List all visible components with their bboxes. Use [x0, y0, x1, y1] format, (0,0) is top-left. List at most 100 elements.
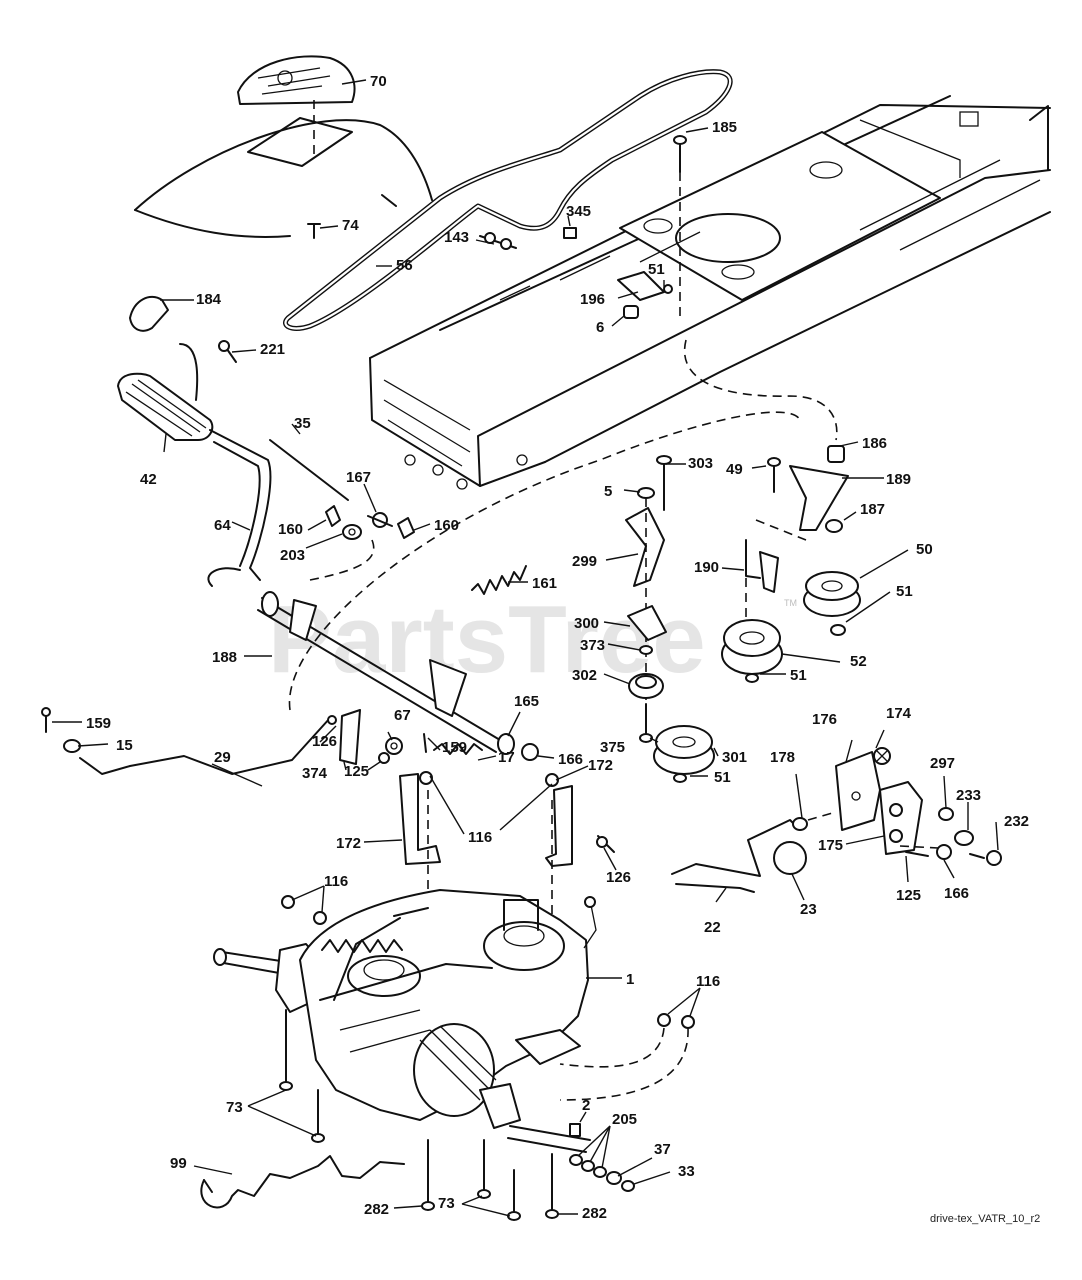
- drawing-code: drive-tex_VATR_10_r2: [930, 1213, 1040, 1225]
- bolt-126-left: [327, 715, 337, 725]
- washers-205: [569, 1154, 607, 1178]
- callout-33: 33: [678, 1163, 695, 1180]
- callout-51-pulley301: 51: [714, 769, 731, 786]
- nut-33: [621, 1180, 635, 1192]
- callout-22: 22: [704, 919, 721, 936]
- bolt-143: [479, 232, 517, 250]
- callout-196: 196: [580, 291, 605, 308]
- bracket-172-right: [545, 785, 573, 867]
- clip-159-left: [41, 707, 51, 733]
- bolt-232: [969, 850, 1002, 866]
- pivot-167: [367, 512, 393, 528]
- callout-172-left: 172: [336, 835, 361, 852]
- callout-5: 5: [604, 483, 612, 500]
- callout-52: 52: [850, 653, 867, 670]
- screw-74: [307, 223, 321, 239]
- bracket-172-left: [399, 773, 441, 865]
- nut-116-top-right: [545, 773, 559, 787]
- callout-126-right: 126: [606, 869, 631, 886]
- callout-1: 1: [626, 971, 634, 988]
- callout-67: 67: [394, 707, 411, 724]
- callout-302: 302: [572, 667, 597, 684]
- callout-373: 373: [580, 637, 605, 654]
- callout-167: 167: [346, 469, 371, 486]
- idler-pulley-302: [628, 673, 664, 699]
- callout-160-left: 160: [278, 521, 303, 538]
- callout-labels: 70 74 56 185 345 143 51 196 6 184 221 42…: [86, 73, 1029, 1222]
- callout-37: 37: [654, 1141, 671, 1158]
- callout-172-right: 172: [588, 757, 613, 774]
- washer-67: [385, 737, 403, 755]
- nut-51-under-50: [830, 624, 846, 636]
- idler-bracket-189: [789, 465, 849, 531]
- callout-190: 190: [694, 559, 719, 576]
- callout-17: 17: [498, 749, 515, 766]
- spring-161: [471, 565, 527, 595]
- callout-174: 174: [886, 705, 912, 722]
- bushing-15: [63, 739, 81, 753]
- bolt-125-right: [905, 851, 929, 857]
- tractor-frame: [369, 95, 1051, 490]
- callout-125-left: 125: [344, 763, 369, 780]
- callout-15: 15: [116, 737, 133, 754]
- bolt-73-left-b: [311, 1089, 325, 1143]
- pedal-shaft-64: [207, 429, 272, 587]
- leader-lines: [52, 79, 999, 1217]
- callout-125-right: 125: [896, 887, 921, 904]
- callout-73-left: 73: [226, 1099, 243, 1116]
- callout-300: 300: [574, 615, 599, 632]
- callout-282-right: 282: [582, 1205, 607, 1222]
- bolt-282-right: [545, 1153, 559, 1219]
- spacer-186: [827, 445, 845, 463]
- bracket-190: [745, 539, 779, 593]
- callout-205: 205: [612, 1111, 637, 1128]
- nut-125-left: [378, 752, 390, 764]
- callout-176: 176: [812, 711, 837, 728]
- callout-185: 185: [712, 119, 737, 136]
- watermark: PartsTree: [268, 586, 706, 693]
- callout-64: 64: [214, 517, 231, 534]
- callout-70: 70: [370, 73, 387, 90]
- transaxle-to-116-line-b: [559, 1027, 689, 1101]
- callout-221: 221: [260, 341, 285, 358]
- idler-bracket-drop: [755, 519, 807, 541]
- clip-159-right: [423, 733, 427, 753]
- callout-345: 345: [566, 203, 591, 220]
- pulley-52: [721, 619, 783, 675]
- callout-189: 189: [886, 471, 911, 488]
- washer-174: [873, 747, 891, 765]
- bracket-374: [339, 709, 361, 765]
- frame-to-idler-line: [683, 339, 838, 441]
- callout-51-pulley50: 51: [896, 583, 913, 600]
- bolt-49: [767, 457, 781, 493]
- callout-161: 161: [532, 575, 557, 592]
- nut-116-right-a: [657, 1013, 671, 1027]
- washer-166-right: [936, 844, 952, 860]
- callout-166-left: 166: [558, 751, 583, 768]
- idler-arm-299: [625, 507, 665, 587]
- callout-374: 374: [302, 765, 328, 782]
- bolt-282-left: [421, 1139, 435, 1211]
- pulley-301: [653, 725, 715, 775]
- callout-116-brackets: 116: [468, 829, 492, 846]
- callout-51-pulley52: 51: [790, 667, 807, 684]
- callout-42: 42: [140, 471, 157, 488]
- pulley-50: [803, 571, 861, 617]
- callout-165: 165: [514, 693, 539, 710]
- transaxle-to-116-line: [559, 1027, 665, 1068]
- callout-301: 301: [722, 749, 747, 766]
- pedal-cap-184: [129, 295, 169, 332]
- bushing-297: [938, 807, 954, 821]
- nut-116-left-a: [281, 895, 295, 909]
- drive-belt: [283, 69, 733, 331]
- o-ring-23: [773, 841, 807, 875]
- pin-6: [623, 305, 639, 319]
- shift-lever-22: [671, 819, 801, 893]
- callout-203: 203: [280, 547, 305, 564]
- bushing-178: [792, 817, 808, 831]
- callout-29: 29: [214, 749, 231, 766]
- callout-74: 74: [342, 217, 359, 234]
- pedal-drop-line: [309, 539, 375, 581]
- callout-233: 233: [956, 787, 981, 804]
- watermark-trademark: TM: [784, 598, 797, 608]
